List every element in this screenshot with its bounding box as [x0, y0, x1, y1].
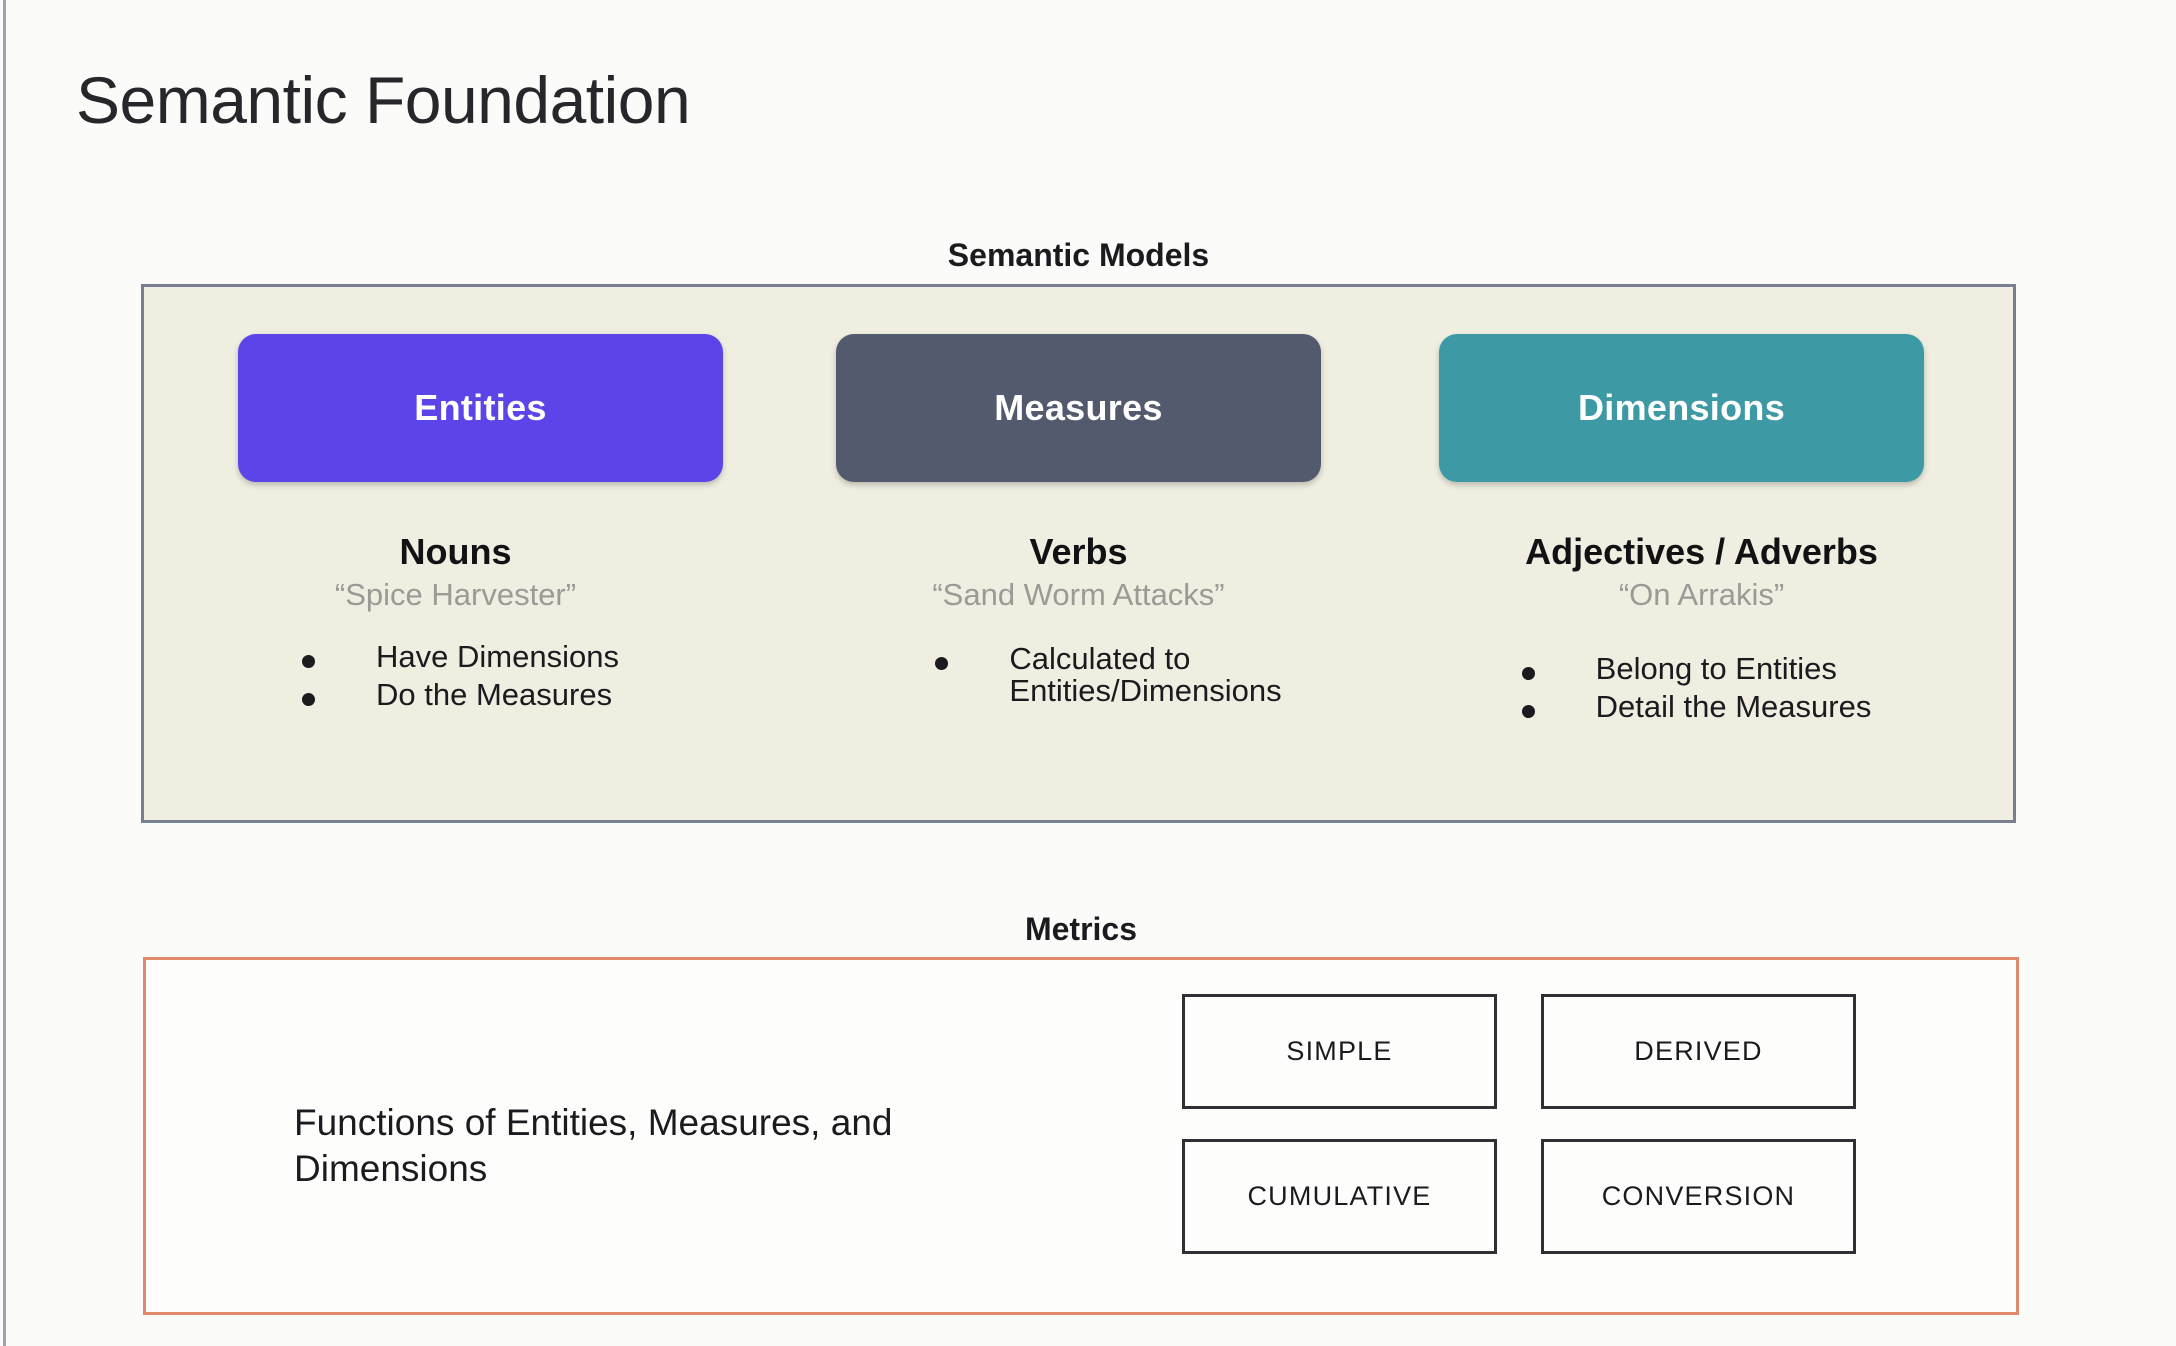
entities-bullet-list: Have Dimensions Do the Measures — [302, 641, 619, 716]
list-item-label: Belong to Entities — [1595, 651, 1837, 686]
page-title: Semantic Foundation — [76, 63, 691, 137]
dimensions-part-of-speech: Adjectives / Adverbs — [1525, 531, 1878, 572]
list-item-label: Detail the Measures — [1595, 688, 1872, 724]
entities-example: “Spice Harvester” — [334, 577, 577, 612]
measures-part-of-speech: Verbs — [1029, 531, 1128, 572]
semantic-column-measures: Measures Verbs “Sand Worm Attacks” Calcu… — [767, 287, 1390, 820]
left-edge-rule — [3, 0, 6, 1346]
bullet-dot-icon — [302, 655, 316, 668]
bullet-dot-icon — [302, 692, 316, 706]
semantic-column-entities: Entities Nouns “Spice Harvester” Have Di… — [144, 287, 767, 820]
measures-bullet-list: Calculated to Entities/Dimensions — [935, 641, 1282, 712]
dimensions-pill[interactable]: Dimensions — [1439, 334, 1924, 482]
metrics-panel: Functions of Entities, Measures, and Dim… — [143, 957, 2019, 1315]
semantic-models-caption: Semantic Models — [947, 237, 1210, 273]
list-item: Have Dimensions — [302, 641, 619, 673]
metrics-description: Functions of Entities, Measures, and Dim… — [294, 1102, 893, 1190]
list-item-label: Have Dimensions — [376, 639, 619, 674]
measures-example: “Sand Worm Attacks” — [932, 577, 1225, 612]
list-item: Detail the Measures — [1521, 688, 1872, 724]
list-item: Do the Measures — [302, 676, 619, 712]
measures-pill[interactable]: Measures — [836, 334, 1321, 482]
semantic-models-panel: Entities Nouns “Spice Harvester” Have Di… — [141, 284, 2016, 823]
entities-part-of-speech: Nouns — [399, 531, 512, 572]
semantic-column-dimensions: Dimensions Adjectives / Adverbs “On Arra… — [1390, 287, 2013, 820]
semantic-models-columns: Entities Nouns “Spice Harvester” Have Di… — [144, 287, 2013, 820]
bullet-dot-icon — [1521, 704, 1535, 718]
metrics-caption: Metrics — [1024, 911, 1138, 947]
list-item: Belong to Entities — [1521, 651, 1872, 686]
metric-type-simple[interactable]: SIMPLE — [1182, 994, 1497, 1109]
list-item-label: Calculated to Entities/Dimensions — [1009, 641, 1282, 708]
metric-type-conversion[interactable]: CONVERSION — [1541, 1139, 1856, 1254]
bullet-dot-icon — [1521, 667, 1535, 680]
metric-type-derived[interactable]: DERIVED — [1541, 994, 1856, 1109]
metric-type-cumulative[interactable]: CUMULATIVE — [1182, 1139, 1497, 1254]
list-item: Calculated to Entities/Dimensions — [935, 641, 1282, 708]
dimensions-bullet-list: Belong to Entities Detail the Measures — [1521, 651, 1872, 728]
bullet-dot-icon — [935, 657, 949, 670]
dimensions-example: “On Arrakis” — [1618, 577, 1785, 612]
entities-pill[interactable]: Entities — [238, 334, 723, 482]
metric-type-grid: SIMPLE DERIVED CUMULATIVE CONVERSION — [1182, 994, 1856, 1254]
list-item-label: Do the Measures — [376, 676, 613, 712]
